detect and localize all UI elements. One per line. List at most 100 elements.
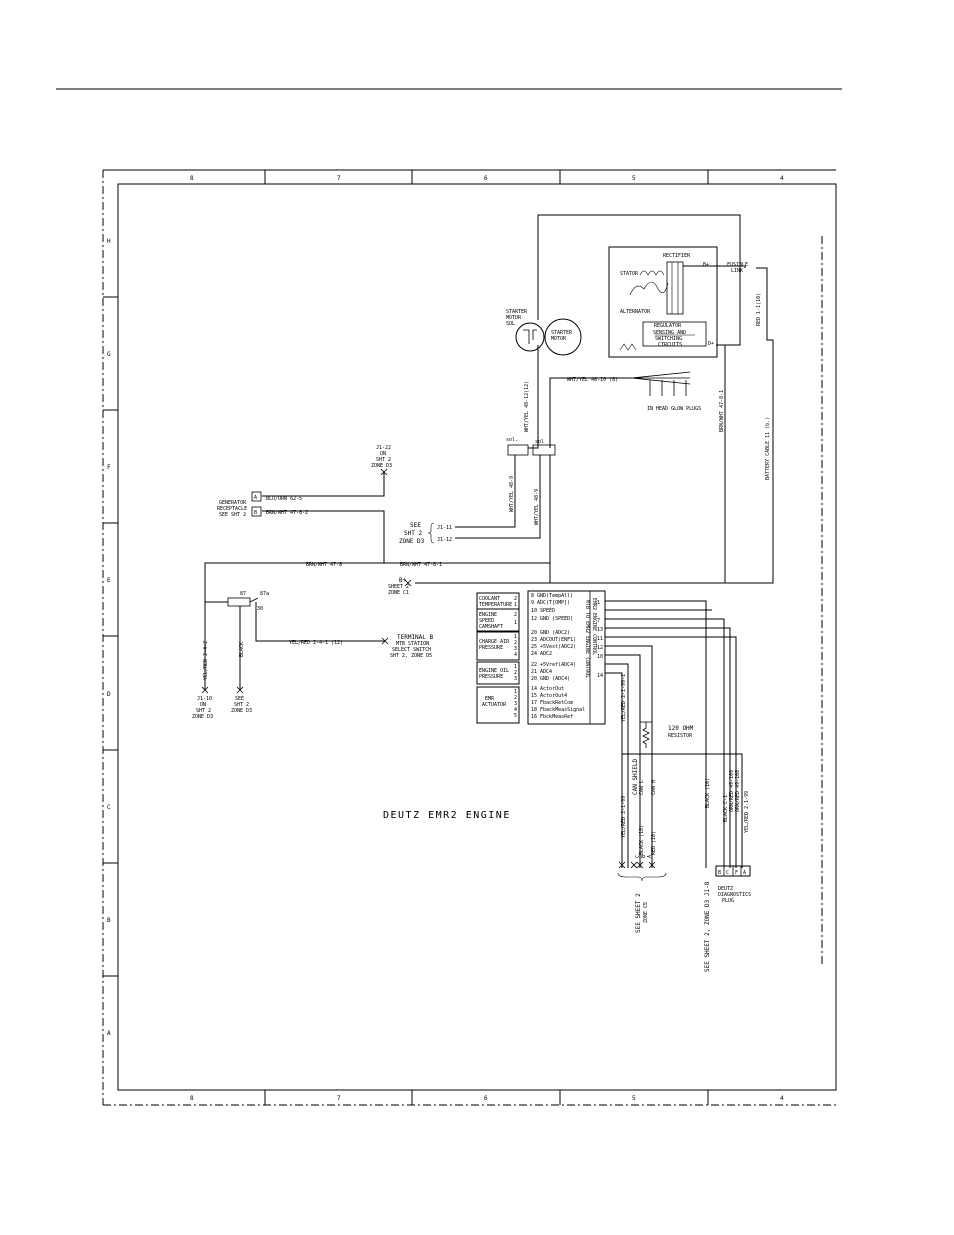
sensor-label: CAMSHAFT — [479, 624, 503, 630]
can-pin-label: B — [641, 855, 647, 858]
relay-out-wire-label: YEL/RED 2-4-1 (12) — [289, 640, 343, 646]
sensor-pin: 1 — [514, 689, 517, 695]
col-label: 4 — [780, 175, 784, 182]
generator-label: RECEPTACLE — [217, 506, 247, 512]
red-wire-label: RED 1-1(10) — [756, 293, 762, 326]
diag-label: DEUTZ — [718, 886, 733, 892]
ecu-pin: 17 FbackRetCom — [531, 700, 573, 706]
sensor-pin: 1 — [514, 664, 517, 670]
b-plus-label: B+ — [399, 577, 407, 584]
ecu-pin: 10 SPEED — [531, 608, 555, 614]
glow-plugs-label: IN HEAD GLOW PLUGS — [647, 406, 701, 412]
j1-12-label: J1-12 — [437, 537, 452, 543]
j1-11-label: J1-11 — [437, 525, 452, 531]
glow-wire-label: WHT/YEL 48-10 (8) — [567, 377, 618, 383]
j1-22-label: SHT 2 — [376, 457, 391, 463]
ecu-pin: 24 ADC2 — [531, 651, 552, 657]
fusible-link-label: FUSIBLE — [727, 262, 748, 268]
generator-label: GENERATOR — [219, 500, 247, 506]
ecu-pin: 21 ADC4 — [531, 669, 552, 675]
can-red-label: RED (18) — [651, 831, 657, 855]
terminal-b-label: SELECT SWITCH — [392, 647, 431, 653]
alternator-label: ALTERNATOR — [620, 309, 651, 315]
ecu-right-pin: 12 — [597, 645, 603, 651]
sensor-label: PRESSURE — [479, 645, 503, 651]
ecu-right-pin: 14 — [597, 673, 603, 679]
col-label: 5 — [632, 175, 636, 182]
b-plus-terminal: B+ — [703, 262, 709, 268]
resistor-label: RESISTOR — [668, 733, 693, 739]
diag-yel-label: YEL/RED 2-1-99 — [744, 791, 750, 833]
sensor-engine-speed: ENGINE SPEED CAMSHAFT 2 1 — [476, 608, 520, 632]
diag-see-label: SEE SHEET 2, ZONE D3 J1-8 — [704, 881, 711, 972]
col-label: 7 — [337, 1095, 341, 1102]
regulator-label: REGULATOR — [654, 323, 682, 329]
pin-label: B — [254, 510, 257, 516]
generator-wire-label: BLU/ORN 62-5 — [266, 496, 302, 502]
row-label: C — [107, 804, 111, 811]
sensor-pin: 2 — [514, 695, 517, 701]
starter-sol-label: MOTOR — [506, 315, 522, 321]
yel-red-wire-label: YEL/RED 2-4-2 — [203, 641, 209, 680]
starter-sol-label: STARTER — [506, 309, 528, 315]
sensor-pin: 4 — [514, 652, 517, 658]
sol-label: sol. — [506, 437, 518, 443]
ecu-subtitle: MTB TO EMR2 ENGINE CONTROL — [584, 600, 590, 678]
sensor-pin: 4 — [514, 707, 517, 713]
drawing-frame — [102, 169, 837, 1106]
generator-label: SEE SHT 2 — [219, 512, 246, 518]
row-label: B — [107, 917, 111, 924]
ecu-title: EMR2 ENGINE CONTROL — [591, 598, 597, 655]
sensor-label: TEMPERATURE — [479, 602, 512, 608]
relay-pin-label: 30 — [257, 606, 263, 612]
sensor-pin: 2 — [514, 612, 517, 618]
black-see-label: SEE — [235, 696, 244, 702]
sensor-oil-pressure: ENGINE OIL PRESSURE 1 2 3 — [476, 661, 520, 685]
sol-wire-label: WHT/YEL 48-9 — [509, 476, 515, 512]
ecu-right-pin: 13 — [597, 627, 603, 633]
ecu-pin: 8 GND(TempAll) — [531, 593, 573, 599]
can-shield-label: CAN SHIELD — [632, 758, 639, 795]
sensor-pin: 1 — [514, 602, 517, 608]
sensor-label: PRESSURE — [479, 674, 503, 680]
brn-wire-label: BRN/WHT 47-8-1 — [719, 390, 725, 432]
generator-wire-label: BRN/WHT 47-8-2 — [266, 510, 308, 516]
ecu-pin: 23 ADCOUT(ENF1) — [531, 637, 576, 643]
sol-label: sol — [535, 439, 544, 445]
can-black-label: BLACK (18) — [639, 825, 645, 855]
can-pin-label: C — [635, 855, 641, 858]
diag-label: DIAGNOSTICS — [718, 892, 751, 898]
sensor-pin: 3 — [514, 701, 517, 707]
col-label: 6 — [484, 175, 488, 182]
b-plus-label: ZONE C1 — [388, 590, 409, 596]
j1-10-label: ON — [200, 702, 206, 708]
sensor-label: ENGINE OIL — [479, 668, 509, 674]
solenoid-relays: sol. sol — [506, 437, 556, 456]
pin-label: A — [254, 495, 257, 501]
ecu-right-pin: 10 — [597, 654, 603, 660]
ecu-pin: 22 +5Vref(ADC4) — [531, 662, 576, 668]
row-label: H — [107, 238, 111, 245]
starter-wire-label: WHT/YEL 48-12(12) — [524, 381, 530, 432]
relay-pin-label: 87 — [240, 591, 246, 597]
sensor-label: ENGINE — [479, 612, 497, 618]
ecu-right-pin: 11 — [597, 636, 603, 642]
can-h-label: CAN H — [651, 780, 657, 795]
col-label: 8 — [190, 175, 194, 182]
starter-motor-label: STARTER — [551, 330, 573, 336]
ecu-pin: 16 FbckMeasRef — [531, 714, 573, 720]
j1-10-label: ZONE D3 — [192, 714, 213, 720]
col-label: 7 — [337, 175, 341, 182]
circuits-label: CIRCUITS — [658, 342, 682, 348]
row-label: E — [107, 577, 111, 584]
sensor-label: CHARGE AIR — [479, 639, 510, 645]
diag-pin: A — [743, 870, 746, 876]
sensor-pin: 2 — [514, 670, 517, 676]
j1-22-label: ZONE D3 — [371, 463, 392, 469]
col-label: 6 — [484, 1095, 488, 1102]
sensor-coolant: COOLANT TEMPERATURE 2 1 — [476, 592, 520, 610]
sensor-label: ACTUATOR — [482, 702, 507, 708]
